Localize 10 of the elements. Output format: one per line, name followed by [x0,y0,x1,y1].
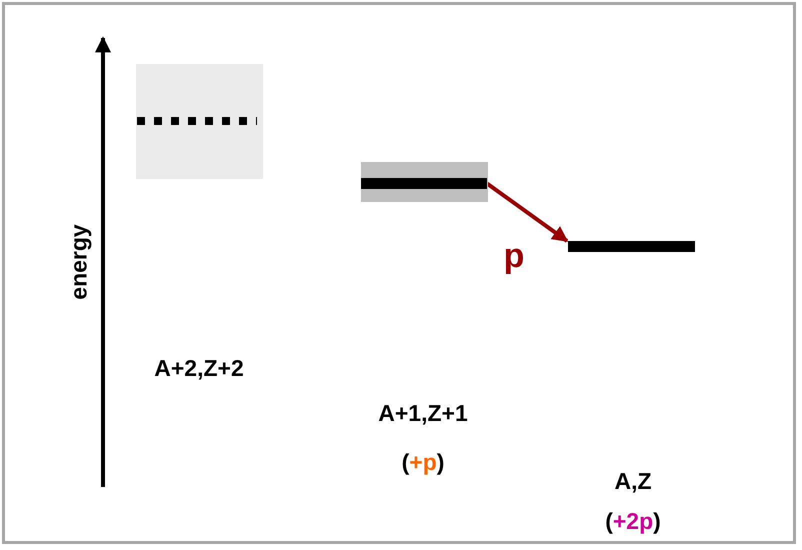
nucleus-label: (+p) [402,449,444,476]
nucleus-label: A+2,Z+2 [154,355,244,382]
nucleus-label: (+2p) [605,508,661,535]
energy-level-bar [568,241,695,252]
nucleus-label: A+1,Z+1 [378,400,468,427]
nucleus-label: A,Z [614,468,652,495]
energy-level-bar [361,178,487,189]
axis-label: energy [66,224,92,300]
arrow [486,182,568,243]
edge-label: p [504,237,524,276]
